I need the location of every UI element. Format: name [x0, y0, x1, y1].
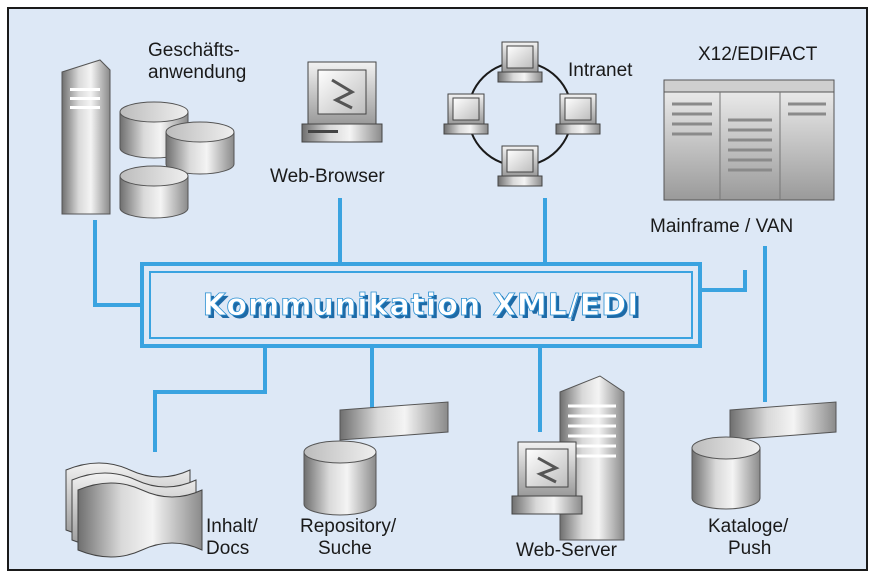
repository-label: Repository/ Suche [300, 516, 396, 560]
business-app-label: Geschäfts- anwendung [148, 40, 246, 84]
content-label-line2: Docs [206, 538, 250, 559]
connector-content [153, 343, 267, 452]
database-icon [303, 401, 449, 516]
catalog-database-icon [691, 401, 837, 510]
content-label-line1: Inhalt/ [206, 516, 258, 537]
catalogs-label-line1: Kataloge/ [708, 516, 789, 537]
x12-label: X12/EDIFACT [698, 44, 818, 65]
web-browser-label: Web-Browser [270, 166, 385, 187]
connector-mainframe [698, 270, 747, 292]
bus-title: Kommunikation XML/EDI [203, 288, 640, 323]
repository-label-line1: Repository/ [300, 516, 397, 537]
content-label: Inhalt/ Docs [206, 516, 258, 560]
catalogs-label-line2: Push [728, 538, 772, 559]
mainframe-label: Mainframe / VAN [650, 216, 794, 237]
catalogs-label: Kataloge/ Push [708, 516, 788, 560]
server-and-database-icon [61, 59, 235, 219]
bus-title-shadow: Kommunikation XML/EDI [206, 291, 643, 326]
business-app-label-line1: Geschäfts- [148, 40, 240, 61]
web-server-label: Web-Server [516, 540, 618, 561]
documents-icon [65, 462, 203, 558]
business-app-label-line2: anwendung [148, 62, 247, 83]
network-ring-icon [443, 41, 601, 187]
repository-label-line2: Suche [318, 538, 372, 559]
intranet-label: Intranet [568, 60, 633, 81]
mainframe-icon [663, 79, 835, 201]
computer-icon [301, 61, 383, 143]
connector-business-app [93, 220, 144, 307]
server-tower-icon [511, 375, 625, 541]
communication-bus [140, 262, 702, 348]
